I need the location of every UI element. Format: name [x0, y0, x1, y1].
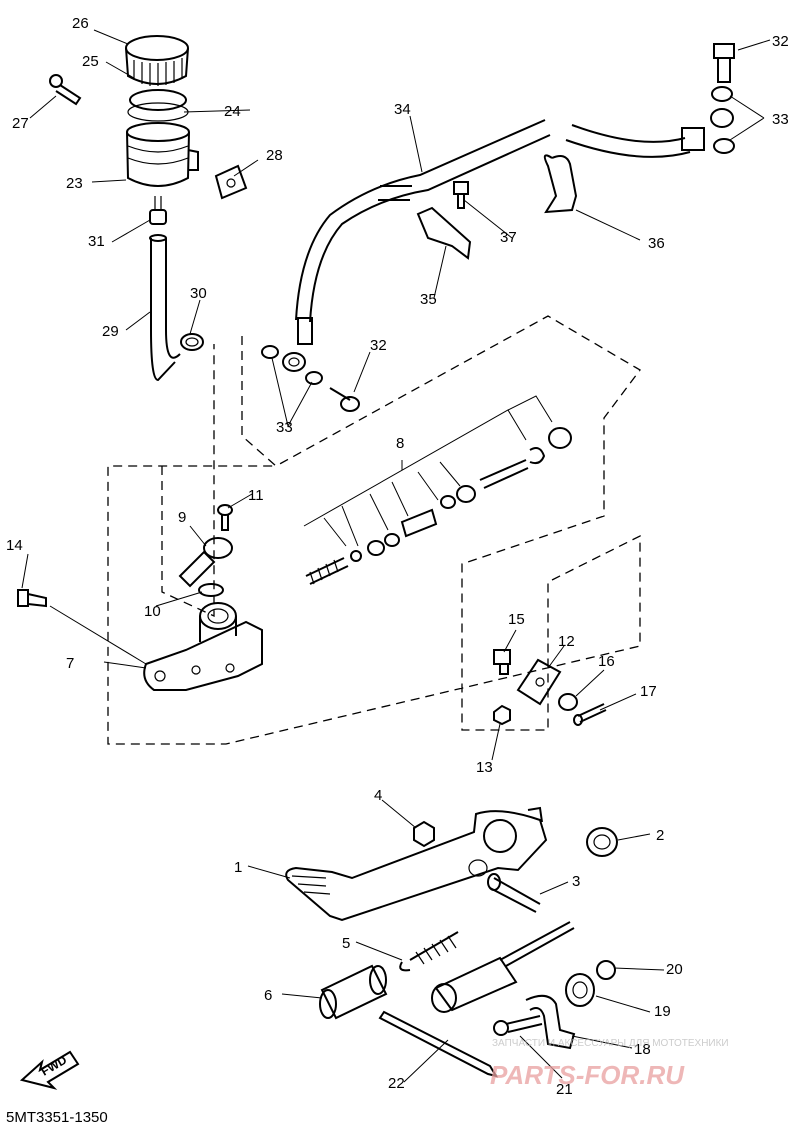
reservoir-bolt: [49, 74, 82, 106]
callout-27: 27: [12, 115, 29, 132]
callout-19: 19: [654, 1003, 671, 1020]
callout-15: 15: [508, 611, 525, 628]
hose-clamp-small: [149, 196, 167, 225]
clevis-nut: [493, 704, 511, 726]
watermark-brand: PARTS-FOR.RU: [490, 1060, 685, 1090]
watermark: ЗАПЧАСТИ И АКСЕССУАРЫ ДЛЯ МОТОТЕХНИКИ PA…: [490, 1038, 729, 1090]
callout-24: 24: [224, 103, 241, 120]
callout-33-upper: 33: [772, 111, 789, 128]
callout-17: 17: [640, 683, 657, 700]
clevis-washer: [558, 693, 578, 711]
reservoir-tank: [126, 122, 199, 187]
clevis-pin: [493, 649, 511, 675]
callout-12: 12: [558, 633, 575, 650]
brake-pedal: [285, 806, 548, 922]
banjo-bolt-lower: [329, 387, 360, 412]
leader-lines: [21, 29, 771, 1083]
master-cylinder-body: [143, 602, 263, 691]
leader-lines-kit: [303, 395, 553, 547]
callout-11: 11: [248, 487, 264, 504]
callout-1: 1: [234, 859, 242, 876]
callout-13: 13: [476, 759, 493, 776]
o-ring: [198, 583, 224, 597]
fwd-arrow-icon: FWD: [19, 1050, 80, 1090]
callout-26: 26: [72, 15, 89, 32]
callout-30: 30: [190, 285, 207, 302]
washers-lower: [261, 345, 323, 385]
brake-hose: [282, 108, 734, 372]
callout-23: 23: [66, 175, 83, 192]
union-screw: [217, 504, 233, 531]
callout-36: 36: [648, 235, 665, 252]
hose-guide-bracket: [543, 154, 578, 214]
pivot-bolt: [487, 873, 541, 913]
callout-32-lower: 32: [370, 337, 387, 354]
callout-labels: 1 2 3 4 5 6 7 8 9 10 11 12 13 14 15 16 1…: [6, 15, 789, 1098]
callout-21: 21: [556, 1081, 573, 1098]
return-spring: [399, 931, 459, 972]
clevis: [516, 658, 562, 706]
union-fitting: [178, 537, 233, 588]
pivot-shaft: [431, 921, 575, 1013]
callout-35: 35: [420, 291, 437, 308]
hose-clip: [180, 333, 204, 351]
reservoir-cap: [125, 35, 189, 86]
diagram-code: 5MT3351-1350: [6, 1109, 108, 1126]
mounting-bolt-14: [17, 589, 147, 665]
callout-10: 10: [144, 603, 161, 620]
callout-5: 5: [342, 935, 350, 952]
cotter-pin: [573, 703, 607, 726]
hose-holder: [416, 206, 472, 260]
callout-25: 25: [82, 53, 99, 70]
callout-3: 3: [572, 873, 580, 890]
callout-8: 8: [396, 435, 404, 452]
banjo-bolt-upper: [713, 43, 735, 83]
callout-31: 31: [88, 233, 105, 250]
callout-18: 18: [634, 1041, 651, 1058]
callout-22: 22: [388, 1075, 405, 1092]
callout-33-lower: 33: [276, 419, 293, 436]
reservoir-hose: [149, 234, 181, 382]
callout-28: 28: [266, 147, 283, 164]
callout-29: 29: [102, 323, 119, 340]
pivot-collar: [596, 960, 616, 980]
callout-14: 14: [6, 537, 23, 554]
kit-dashed-outline: [107, 315, 641, 745]
callout-9: 9: [178, 509, 186, 526]
callout-4: 4: [374, 787, 382, 804]
pivot-sleeve: [319, 964, 388, 1020]
callout-37: 37: [500, 229, 517, 246]
callout-2: 2: [656, 827, 664, 844]
piston-kit: [305, 427, 572, 585]
pedal-washer: [586, 827, 618, 857]
watermark-tagline: ЗАПЧАСТИ И АКСЕССУАРЫ ДЛЯ МОТОТЕХНИКИ: [492, 1038, 729, 1049]
callout-34: 34: [394, 101, 411, 118]
reservoir-bracket-plate: [214, 164, 248, 200]
cable-tie: [378, 1010, 499, 1078]
pivot-bushing: [565, 973, 595, 1007]
holder-bolt: [453, 181, 469, 209]
reservoir-diaphragm: [127, 89, 189, 122]
washers-upper: [711, 86, 735, 154]
callout-32-upper: 32: [772, 33, 789, 50]
fwd-label: FWD: [39, 1053, 70, 1079]
bracket-bolt: [493, 1015, 543, 1036]
pedal-bracket: [525, 994, 576, 1050]
callout-6: 6: [264, 987, 272, 1004]
pedal-nut: [413, 820, 435, 848]
callout-20: 20: [666, 961, 683, 978]
callout-16: 16: [598, 653, 615, 670]
callout-7: 7: [66, 655, 74, 672]
